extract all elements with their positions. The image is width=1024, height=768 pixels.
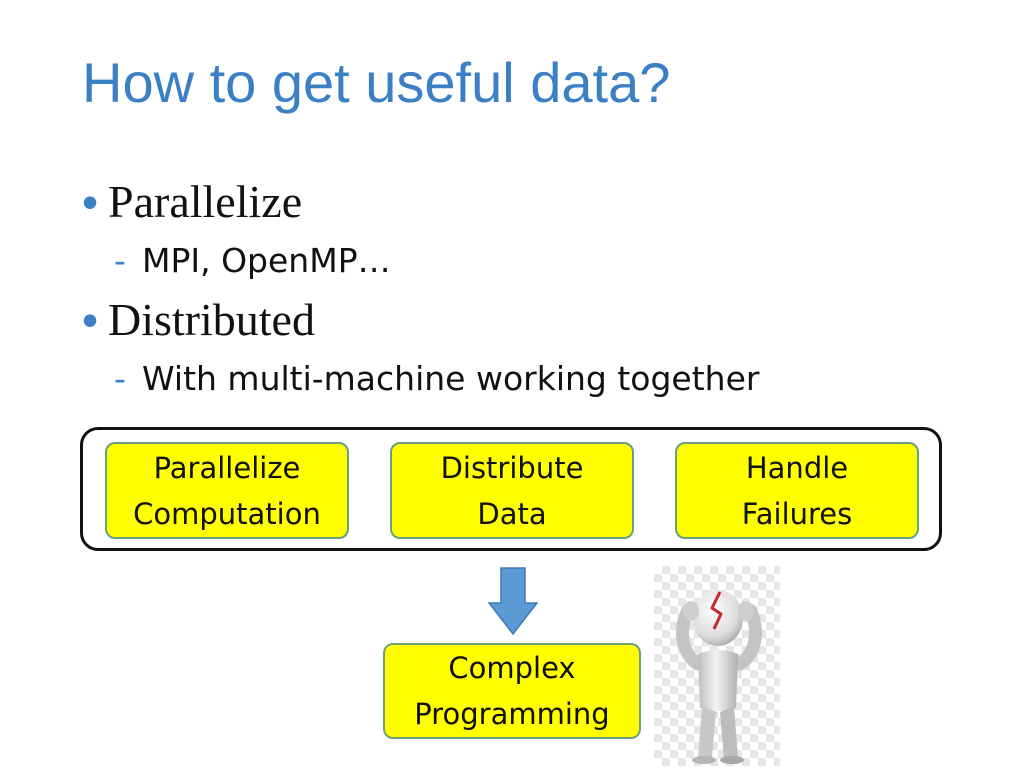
box-parallelize-computation: Parallelize Computation bbox=[105, 442, 349, 539]
box-line: Computation bbox=[133, 496, 321, 531]
challenges-group bbox=[80, 427, 942, 551]
box-handle-failures: Handle Failures bbox=[675, 442, 919, 539]
box-line: Distribute bbox=[440, 450, 584, 485]
down-arrow-icon bbox=[488, 567, 538, 635]
box-line: Data bbox=[477, 496, 547, 531]
sub-bullet-mpi: - MPI, OpenMP… bbox=[82, 232, 962, 290]
bullet-text: Parallelize bbox=[108, 176, 303, 227]
box-line: Handle bbox=[745, 450, 849, 485]
box-complex-programming: Complex Programming bbox=[383, 643, 641, 739]
box-line: Complex bbox=[448, 651, 576, 685]
slide-title: How to get useful data? bbox=[82, 51, 671, 114]
sub-bullet-text: With multi-machine working together bbox=[142, 359, 760, 398]
bullet-icon: • bbox=[82, 176, 99, 228]
box-line: Parallelize bbox=[153, 450, 301, 485]
box-line: Programming bbox=[414, 697, 610, 731]
bullet-distributed: • Distributed bbox=[82, 290, 962, 350]
bullet-icon: • bbox=[82, 294, 99, 346]
bullet-parallelize: • Parallelize bbox=[82, 172, 962, 232]
dash-icon: - bbox=[114, 359, 126, 398]
box-line: Failures bbox=[741, 496, 853, 531]
sub-bullet-text: MPI, OpenMP… bbox=[142, 241, 391, 280]
dash-icon: - bbox=[114, 241, 126, 280]
bullet-list: • Parallelize - MPI, OpenMP… • Distribut… bbox=[82, 172, 962, 408]
stressed-person-image bbox=[654, 566, 780, 766]
box-distribute-data: Distribute Data bbox=[390, 442, 634, 539]
stressed-person-icon bbox=[676, 590, 762, 764]
bullet-text: Distributed bbox=[108, 294, 315, 345]
sub-bullet-multi-machine: - With multi-machine working together bbox=[82, 350, 962, 408]
